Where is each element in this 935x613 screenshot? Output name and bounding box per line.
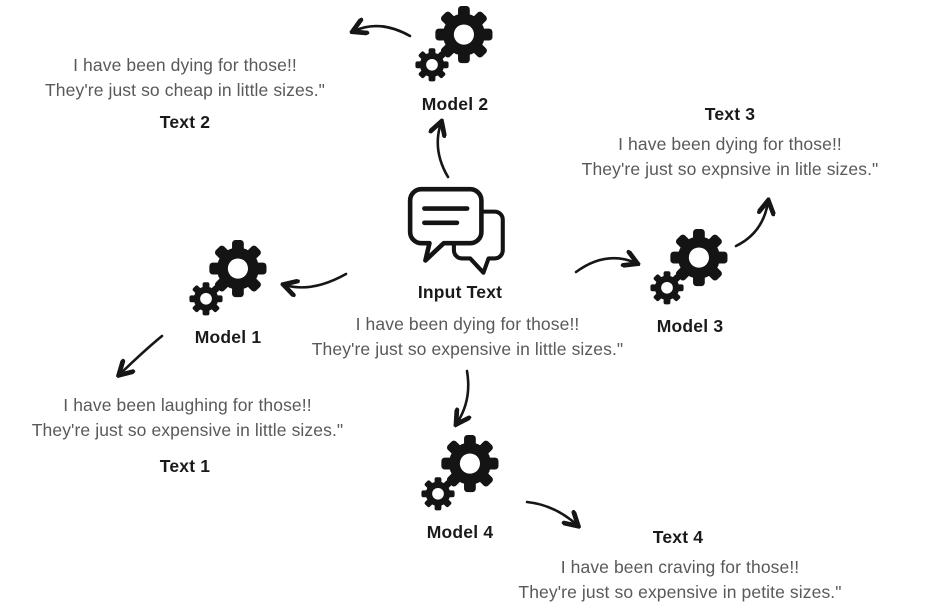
- quote-line: I have been laughing for those!!: [63, 395, 312, 415]
- quote-line: I have been craving for those!!: [560, 557, 800, 577]
- model-3-label: Model 3: [656, 316, 724, 336]
- chat-bubbles-icon: [407, 186, 505, 275]
- quote-line: I have been dying for those!!: [73, 55, 297, 75]
- gears-icon-model-4: [417, 435, 501, 519]
- text-4-label: Text 4: [652, 527, 704, 547]
- text-3-quote: I have been dying for those!! They're ju…: [545, 132, 915, 182]
- gears-icon-model-2: [411, 6, 495, 90]
- quote-line: They're just so expensive in petite size…: [518, 582, 842, 602]
- text-1-quote: I have been laughing for those!! They're…: [5, 393, 370, 443]
- quote-line: I have been dying for those!!: [618, 134, 842, 154]
- quote-line: They're just so expensive in little size…: [311, 339, 624, 359]
- text-2-label: Text 2: [159, 112, 211, 132]
- model-4-label: Model 4: [426, 522, 494, 542]
- model-2-label: Model 2: [421, 94, 489, 114]
- input-text-label: Input Text: [417, 282, 503, 302]
- arrow-input-to-model3: [574, 258, 636, 274]
- arrow-model1-to-text1: [120, 334, 164, 374]
- quote-line: I have been dying for those!!: [355, 314, 580, 334]
- quote-line: They're just so expnsive in litle sizes.…: [581, 159, 879, 179]
- gears-icon-model-1: [185, 240, 269, 324]
- input-text-quote: I have been dying for those!! They're ju…: [275, 312, 660, 362]
- text-3-label: Text 3: [704, 104, 756, 124]
- text-4-quote: I have been craving for those!! They're …: [490, 555, 870, 605]
- arrow-model3-to-text3: [734, 202, 768, 248]
- model-1-label: Model 1: [194, 327, 262, 347]
- arrow-input-to-model2: [438, 123, 450, 179]
- text-2-quote: I have been dying for those!! They're ju…: [10, 53, 360, 103]
- text-1-label: Text 1: [159, 456, 211, 476]
- arrow-input-to-model1: [285, 272, 348, 287]
- arrow-input-to-model4: [457, 369, 468, 423]
- quote-line: They're just so expensive in little size…: [31, 420, 344, 440]
- gears-icon-model-3: [646, 229, 730, 313]
- arrow-model2-to-text2: [354, 26, 412, 38]
- quote-line: They're just so cheap in little sizes.": [45, 80, 325, 100]
- arrow-model4-to-text4: [525, 500, 577, 525]
